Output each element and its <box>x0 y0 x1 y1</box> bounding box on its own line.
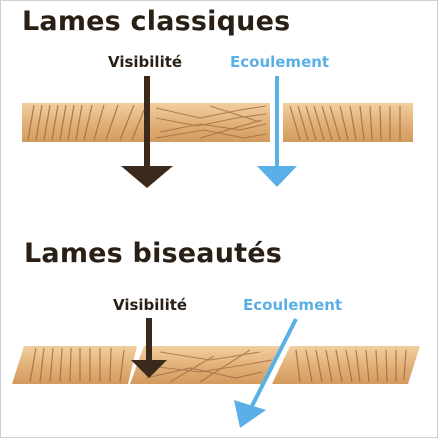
classic-board-right <box>283 103 413 142</box>
bevelled-board-right <box>272 346 420 384</box>
classic-board-left <box>22 103 147 142</box>
section-title-bevelled: Lames biseautés <box>24 238 283 269</box>
flow-label-classic: Ecoulement <box>230 53 330 71</box>
visibility-arrow-bevelled <box>131 318 167 378</box>
bevelled-board-middle <box>130 346 280 384</box>
visibility-label-classic: Visibilité <box>108 53 183 71</box>
classic-boards <box>22 103 413 142</box>
flow-arrow-bevelled <box>234 318 298 428</box>
bevelled-board-left <box>12 346 137 384</box>
classic-board-middle <box>150 103 270 142</box>
section-title-classic: Lames classiques <box>22 6 291 37</box>
flow-label-bevelled: Ecoulement <box>243 296 343 314</box>
visibility-label-bevelled: Visibilité <box>113 296 188 314</box>
bevelled-boards <box>12 346 420 384</box>
visibility-arrow-classic <box>121 76 173 188</box>
flow-arrow-classic <box>257 76 297 187</box>
